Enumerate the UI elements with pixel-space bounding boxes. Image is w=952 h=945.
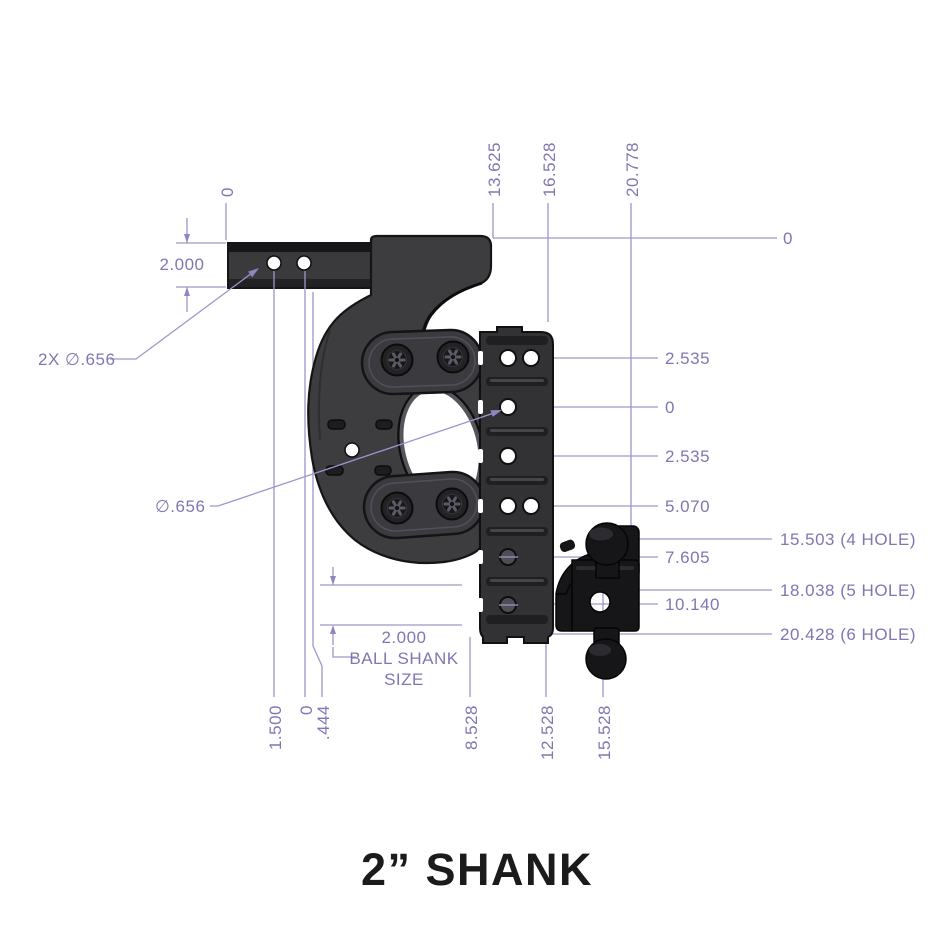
dim-label-center-hole: ∅.656 (155, 497, 205, 516)
ball-mount (555, 522, 640, 680)
rack-notches (478, 351, 483, 612)
dim-label-right-5: 10.140 (665, 595, 720, 614)
dim-label-right-2: 2.535 (665, 447, 710, 466)
dim-label-top-0: 0 (218, 187, 237, 197)
leader-pin-holes (110, 268, 259, 360)
drawing-title: 2” SHANK (361, 844, 593, 895)
mount-block (571, 559, 640, 632)
dim-label-4hole: 15.503 (4 HOLE) (780, 530, 916, 549)
dim-label-bottom-2: .444 (314, 705, 333, 740)
tube-bottom-edge (229, 279, 393, 287)
dim-label-right-4: 7.605 (665, 548, 710, 567)
dim-label-shank-height: 2.000 (159, 255, 204, 274)
top-ball (585, 522, 629, 579)
bottom-ball (585, 627, 627, 680)
dimension-annotations: 0 13.625 16.528 20.778 0 2.535 0 2.535 5… (38, 142, 916, 760)
body-slot (375, 419, 393, 430)
dim-label-6hole: 20.428 (6 HOLE) (780, 625, 916, 644)
dim-label-bottom-5: 15.528 (595, 705, 614, 760)
body-hole (344, 442, 360, 458)
dim-label-bottom-1: 0 (297, 705, 316, 715)
dim-label-origin-right: 0 (783, 229, 793, 248)
pin-hole-2 (296, 255, 312, 271)
ext-line-444 (312, 292, 323, 697)
dim-label-ballshank-value: 2.000 (381, 628, 426, 647)
dim-label-top-3: 20.778 (623, 142, 642, 197)
dim-label-5hole: 18.038 (5 HOLE) (780, 581, 916, 600)
dim-label-bottom-3: 8.528 (462, 705, 481, 750)
rack-groove-highlights (490, 379, 544, 582)
dim-label-top-2: 16.528 (540, 142, 559, 197)
dim-label-top-1: 13.625 (485, 142, 504, 197)
dim-label-ballshank-line2: BALL SHANK (349, 649, 458, 668)
adjustment-rack (478, 326, 554, 644)
hitch-artwork (227, 234, 640, 680)
dim-shank-height (176, 218, 226, 312)
dim-label-right-1: 0 (665, 398, 675, 417)
tube-top-edge (229, 244, 393, 252)
torx-bolt (435, 487, 469, 521)
body-contour (317, 329, 331, 441)
torx-bolt (436, 340, 470, 374)
dim-ball-shank (320, 567, 462, 658)
body-slot (374, 465, 392, 476)
torx-bolt (380, 491, 414, 525)
dim-label-bottom-4: 12.528 (538, 705, 557, 760)
dim-label-ballshank-line3: SIZE (384, 670, 424, 689)
dim-label-right-3: 5.070 (665, 497, 710, 516)
latch-nub (559, 539, 576, 552)
leader-center-hole (210, 410, 502, 507)
body-slot (327, 419, 346, 430)
dim-label-bottom-0: 1.500 (266, 705, 285, 750)
torx-bolt (380, 343, 414, 377)
dim-label-right-0: 2.535 (665, 349, 710, 368)
dim-label-pin-holes: 2X ∅.656 (38, 350, 115, 369)
pin-hole-1 (266, 255, 282, 271)
shank-tube (227, 242, 395, 289)
